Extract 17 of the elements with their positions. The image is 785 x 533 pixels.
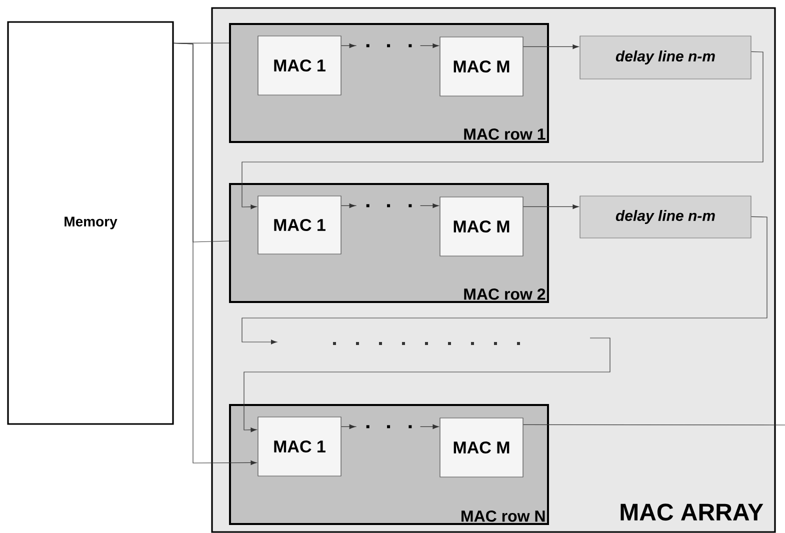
arrow [242, 51, 764, 210]
unit-box: MAC M [440, 36, 524, 96]
connector-line [523, 424, 785, 426]
memory-box: Memory [7, 21, 174, 425]
arrow [244, 338, 610, 432]
unit-box: MAC M [440, 418, 524, 478]
arrow [341, 424, 439, 429]
unit-box: MAC 1 [258, 196, 342, 254]
arrow [242, 216, 768, 344]
unit-box: MAC 1 [258, 416, 342, 476]
arrow [174, 42, 257, 466]
arrow [341, 203, 439, 208]
unit-box: MAC M [440, 196, 524, 256]
unit-box: MAC 1 [258, 36, 342, 96]
arrow [341, 43, 439, 48]
arrow [523, 204, 579, 209]
arrow [523, 44, 579, 49]
